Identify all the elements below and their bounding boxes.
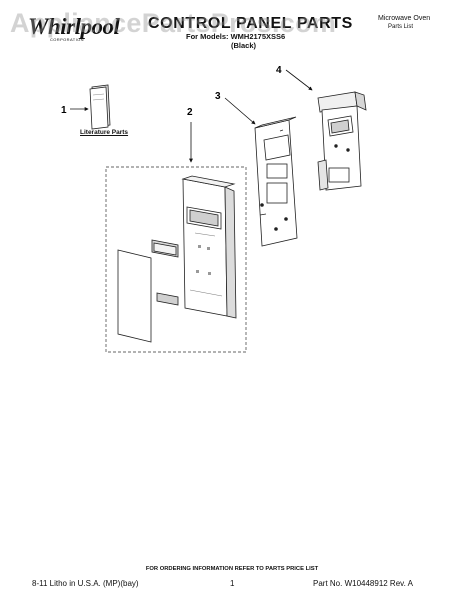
callout-3: 3 <box>215 91 221 102</box>
model-line: For Models: WMH2175XSS6 <box>186 32 286 41</box>
callout-2: 2 <box>187 107 193 118</box>
page-title: CONTROL PANEL PARTS <box>148 15 353 32</box>
page-number: 1 <box>230 579 235 588</box>
callout-1: 1 <box>61 105 67 116</box>
color-line: (Black) <box>231 41 257 50</box>
brand-logo: Whirlpool <box>28 14 120 39</box>
product-type: Microwave Oven <box>378 15 431 22</box>
control-panel-part <box>181 175 237 319</box>
callout-4-leader <box>285 69 313 91</box>
callout-4: 4 <box>276 65 282 76</box>
upper-bracket-part <box>317 91 367 191</box>
literature-parts-label: Literature Parts <box>80 129 129 136</box>
part-number: Part No. W10448912 Rev. A <box>313 579 413 588</box>
mounting-bracket-part <box>254 116 298 247</box>
callout-3-leader <box>224 97 256 125</box>
keypad-membrane-part <box>117 249 179 343</box>
litho-note: 8-11 Litho in U.S.A. (MP)(bay) <box>32 579 139 588</box>
ordering-note: FOR ORDERING INFORMATION REFER TO PARTS … <box>145 566 319 572</box>
display-window-part <box>151 239 179 258</box>
literature-booklet-part <box>89 84 111 130</box>
brand-tagline: CORPORATION <box>50 37 84 42</box>
assembly-group-box <box>105 166 247 353</box>
product-subtitle: Parts List <box>388 24 414 30</box>
